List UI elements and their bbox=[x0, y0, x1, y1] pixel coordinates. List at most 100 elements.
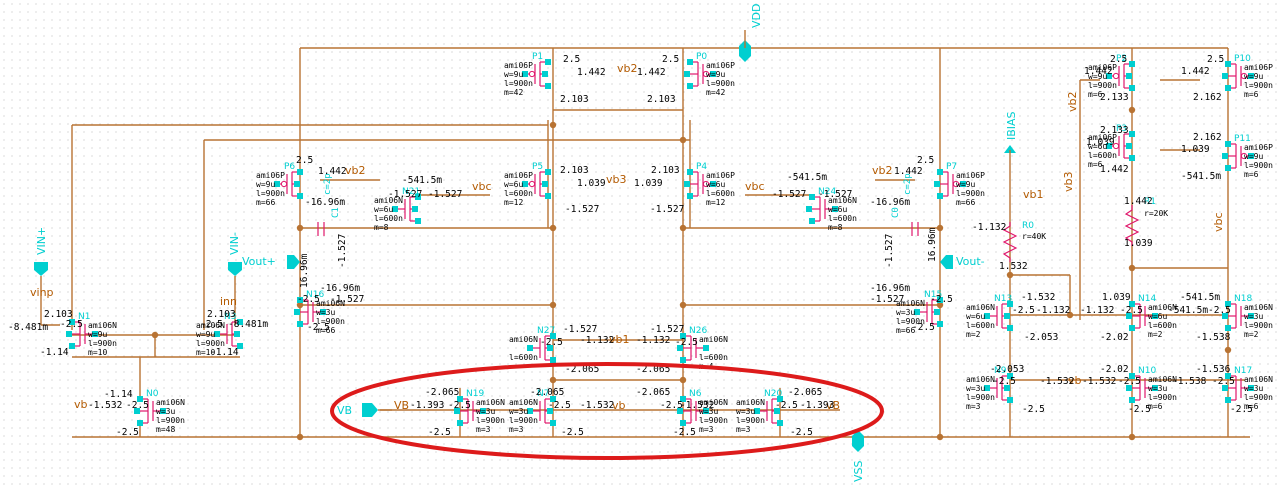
device-name: N0 bbox=[146, 389, 159, 399]
pin-square bbox=[545, 169, 551, 175]
device-param: w=9u bbox=[504, 70, 523, 79]
voltage-label: -2.5 bbox=[1208, 305, 1231, 316]
net-vinp: vinp bbox=[30, 286, 54, 299]
vinp-port[interactable]: VIN+ bbox=[34, 227, 60, 326]
voltage-label: -2.5 bbox=[540, 337, 563, 348]
voltage-label: 2.103 bbox=[207, 309, 236, 320]
capacitor-c1[interactable]: C1 c=2p bbox=[317, 173, 341, 236]
resistor-r0[interactable]: R0 r=40K bbox=[1002, 221, 1046, 262]
pin-square bbox=[454, 408, 460, 414]
device-name: N3 bbox=[224, 312, 236, 322]
pin-square bbox=[1225, 325, 1231, 331]
pin-square bbox=[542, 71, 548, 77]
pin-square bbox=[1106, 73, 1112, 79]
voltage-label: -2.5 bbox=[561, 427, 584, 438]
vb-port[interactable]: VB bbox=[337, 403, 392, 417]
vss-port[interactable]: VSS bbox=[852, 430, 865, 482]
device-param: m=6 bbox=[1244, 402, 1259, 411]
voltage-label: -1.538 bbox=[1196, 332, 1231, 343]
voltage-label: 2.162 bbox=[1193, 92, 1222, 103]
device-param: w=9u bbox=[196, 330, 215, 339]
voltage-label: -1.527 bbox=[330, 294, 364, 305]
voltage-label: -2.5 bbox=[448, 400, 471, 411]
pin-square bbox=[687, 193, 693, 199]
pin-square bbox=[809, 194, 815, 200]
ibias-port[interactable]: IBIAS bbox=[1004, 111, 1018, 160]
pin-square bbox=[1129, 61, 1135, 67]
device-param: m=3 bbox=[699, 425, 714, 434]
device-param: ami06N bbox=[699, 398, 728, 407]
pin-square bbox=[1129, 373, 1135, 379]
device-param: m=3 bbox=[476, 425, 491, 434]
device-param: ami06P bbox=[1244, 143, 1273, 152]
device-param: l=900n bbox=[196, 339, 225, 348]
junction bbox=[549, 301, 557, 309]
net-VB-left: VB bbox=[394, 399, 409, 412]
voltage-label: -2.02 bbox=[1100, 332, 1129, 343]
voltage-label: -2.065 bbox=[565, 364, 599, 375]
pin-square bbox=[677, 408, 683, 414]
vinn-port[interactable]: VIN- bbox=[228, 232, 242, 325]
voltage-label: -1.527 bbox=[650, 204, 684, 215]
voutp-port[interactable]: Vout+ bbox=[242, 255, 300, 269]
device-param: m=10 bbox=[196, 348, 215, 357]
resistor-r1[interactable]: R1 r=20K bbox=[1124, 197, 1168, 246]
capacitor-c0[interactable]: C0 c=2p bbox=[891, 173, 919, 236]
voltage-label: -541.5m bbox=[1181, 171, 1221, 182]
vdd-port[interactable]: VDD bbox=[739, 4, 763, 62]
voltage-label: -1.132 bbox=[1036, 305, 1070, 316]
pin-square bbox=[137, 396, 143, 402]
device-param: ami06N bbox=[699, 335, 728, 344]
voltage-label: 2.5 bbox=[296, 155, 313, 166]
device-name: N19 bbox=[466, 389, 484, 399]
device-param: m=3 bbox=[509, 425, 524, 434]
device-param: l=600n bbox=[504, 189, 533, 198]
pin-square bbox=[1152, 385, 1158, 391]
voutn-port[interactable]: Vout- bbox=[940, 255, 985, 269]
net-vbc-right: vbc bbox=[745, 180, 765, 193]
device-param: m=3 bbox=[966, 402, 981, 411]
voltage-label: -1.527 bbox=[884, 234, 895, 268]
pin-square bbox=[297, 169, 303, 175]
voltage-label: -1.132 bbox=[636, 335, 670, 346]
junction bbox=[549, 121, 557, 129]
voltage-label: 1.039 bbox=[1086, 137, 1115, 148]
pin-square bbox=[1007, 373, 1013, 379]
device-param: l=900n bbox=[156, 416, 185, 425]
voltage-label: 1.442 bbox=[318, 166, 347, 177]
device-param: m=66 bbox=[896, 326, 915, 335]
device-param: ami06N bbox=[896, 299, 925, 308]
device-param: ami06N bbox=[828, 196, 857, 205]
pin-square bbox=[934, 309, 940, 315]
